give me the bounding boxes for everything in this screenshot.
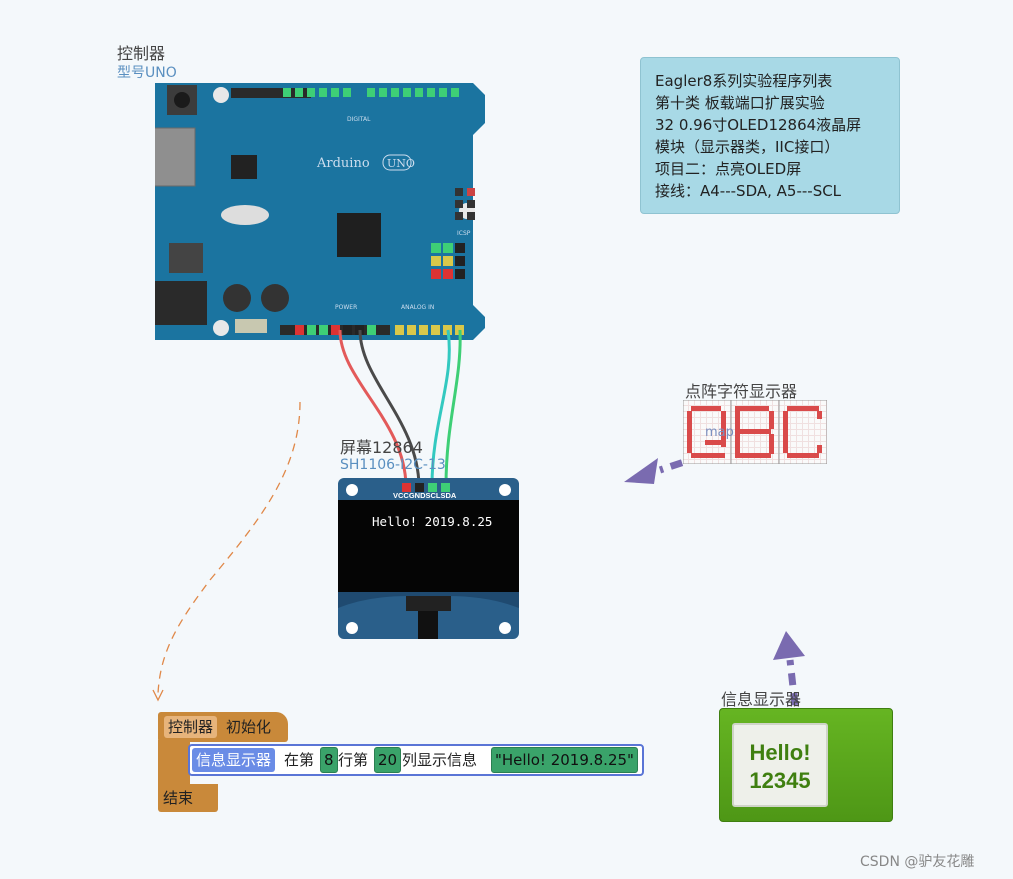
- controller-model: 型号UNO: [117, 65, 177, 81]
- board-icsp: ICSP: [457, 230, 471, 237]
- board-brand: Arduino: [316, 156, 370, 171]
- row-value[interactable]: 8: [320, 747, 338, 773]
- board-power: POWER: [335, 304, 357, 311]
- end-label: 结束: [163, 789, 194, 807]
- col-value[interactable]: 20: [374, 747, 402, 773]
- init-label: 初始化: [226, 718, 272, 736]
- label-row: 行第: [338, 751, 369, 769]
- note-line: 第十类 板载端口扩展实验: [655, 94, 825, 112]
- board-analog: ANALOG IN: [401, 304, 434, 311]
- init-block[interactable]: 控制器 初始化: [158, 712, 288, 742]
- dotmatrix-title: 点阵字符显示器: [685, 382, 798, 401]
- controller-title: 控制器: [117, 44, 166, 63]
- infodisplay-title: 信息显示器: [721, 690, 802, 709]
- note-line: 模块（显示器类，IIC接口）: [655, 138, 840, 156]
- note-line: 项目二：点亮OLED屏: [655, 160, 802, 178]
- watermark: CSDN @驴友花雕: [860, 854, 975, 870]
- info-display-screen: Hello! 12345: [732, 723, 828, 807]
- note-line: 接线：A4---SDA, A5---SCL: [655, 182, 842, 200]
- info-display[interactable]: Hello! 12345: [719, 708, 893, 822]
- label-at: 在第: [284, 751, 315, 769]
- message-value[interactable]: "Hello! 2019.8.25": [491, 747, 638, 773]
- experiment-note: Eagler8系列实验程序列表 第十类 板载端口扩展实验 32 0.96寸OLE…: [640, 57, 900, 214]
- display-message-block[interactable]: 信息显示器 在第 8 行第 20 列显示信息 "Hello! 2019.8.25…: [188, 744, 644, 776]
- note-line: 32 0.96寸OLED12864液晶屏: [655, 116, 862, 134]
- screen-model: SH1106-I2C-13: [340, 457, 446, 473]
- info-display-line1: Hello!: [749, 740, 811, 765]
- oled-pins: VCCGNDSCLSDA: [393, 491, 457, 500]
- init-controller-chip[interactable]: 控制器: [164, 716, 218, 738]
- board-digital: DIGITAL: [347, 116, 371, 123]
- label-col: 列显示信息: [402, 751, 478, 769]
- dotmatrix-overlay: map: [705, 425, 734, 440]
- board-uno: UNO: [387, 157, 415, 170]
- display-target-chip[interactable]: 信息显示器: [192, 748, 276, 772]
- screen-title: 屏幕12864: [340, 438, 423, 457]
- arduino-uno-board[interactable]: Arduino UNO DIGITAL POWER ANALOG IN ICSP: [155, 83, 485, 340]
- oled-module[interactable]: VCCGNDSCLSDA: [338, 478, 519, 639]
- init-block-bar: [158, 740, 190, 790]
- note-line: Eagler8系列实验程序列表: [655, 72, 833, 90]
- end-block[interactable]: 结束: [158, 784, 218, 812]
- oled-display-text: Hello! 2019.8.25: [372, 514, 493, 529]
- info-display-line2: 12345: [749, 768, 811, 793]
- dotmatrix-display[interactable]: map: [683, 400, 827, 464]
